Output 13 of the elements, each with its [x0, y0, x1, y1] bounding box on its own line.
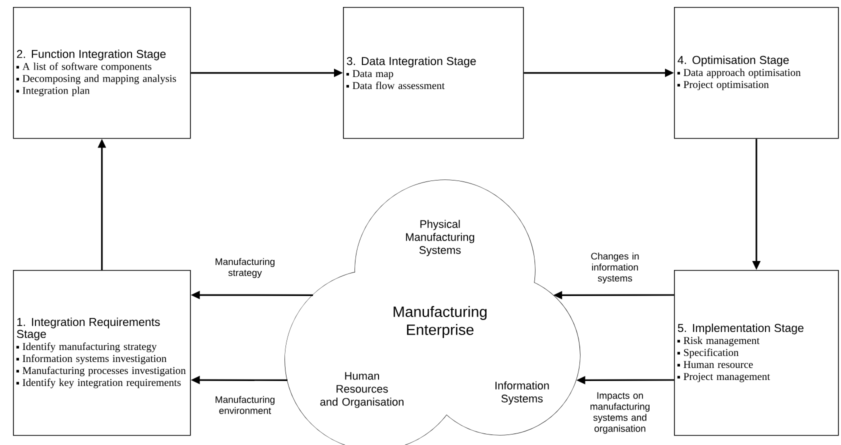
cloud-text: Physical Manufacturing Systems	[406, 220, 474, 256]
stage-box: 5. Implementation Stage Risk management Specification Human resource Project management	[674, 270, 839, 436]
edge-label: Changes in information systems	[583, 252, 647, 284]
cloud-text: Manufacturing Enterprise	[394, 306, 487, 338]
cloud-text: Information Systems	[496, 381, 549, 405]
edge-label: Manufacturing strategy	[206, 257, 284, 279]
stage-box: 4. Optimisation Stage Data approach optimisation Project optimisation	[674, 7, 839, 139]
stage-box: 2. Function Integration Stage A list of software components Decomposing and mapping analysis Integration plan	[13, 7, 191, 139]
edge-label: Manufacturing environment	[206, 395, 284, 415]
cloud-text: Human Resources and Organisation	[320, 372, 404, 408]
stage-box: 3. Data Integration Stage Data map Data flow assessment	[343, 7, 524, 139]
stage-box: 1. Integration Requirements Stage Identify manufacturing strategy Information systems investigation Manufacturing processes investigation Identify key integration requirements	[13, 270, 191, 436]
edge-label: Impacts on manufacturing systems and organisation	[583, 391, 657, 435]
